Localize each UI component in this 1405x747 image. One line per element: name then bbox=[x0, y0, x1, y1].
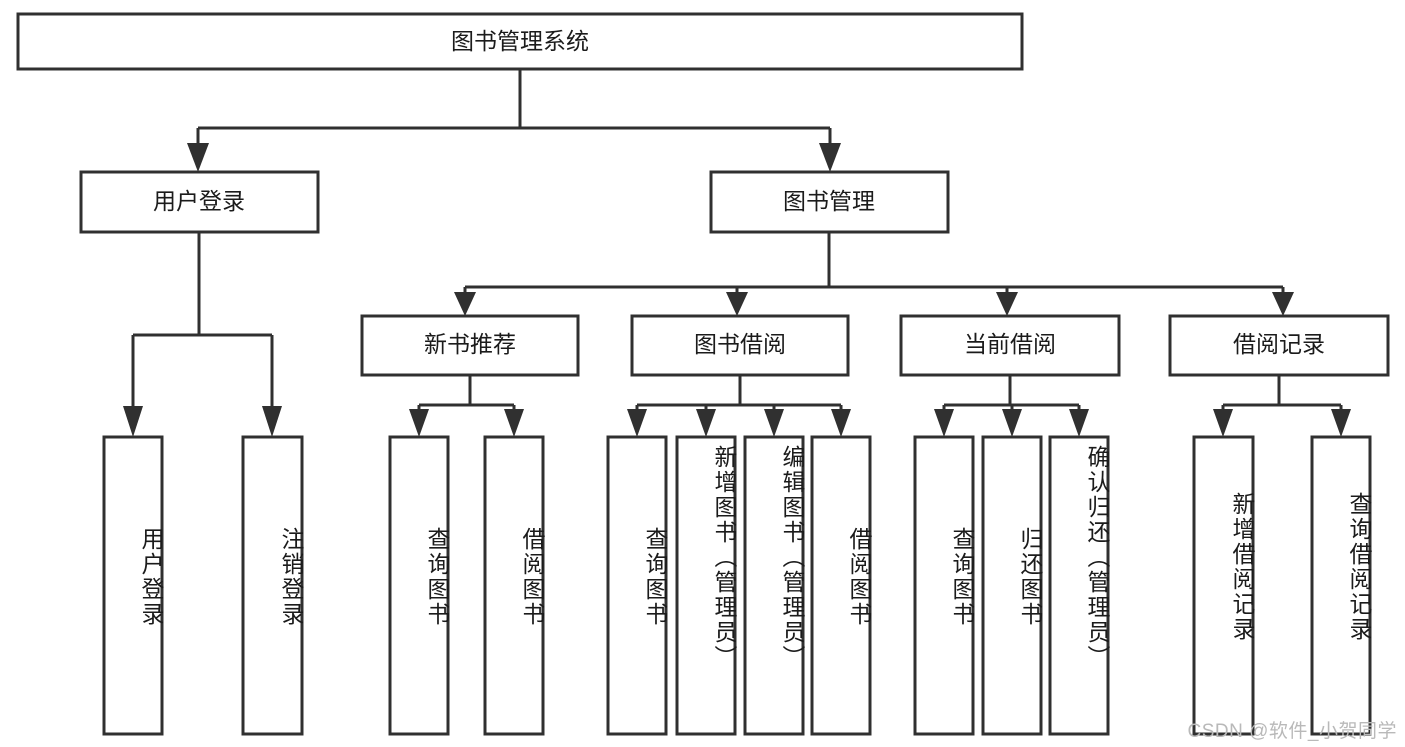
connector-newbook-to-leaves bbox=[409, 375, 524, 437]
leaf-box-query-book-current[interactable] bbox=[913, 435, 975, 736]
node-box bbox=[79, 170, 320, 234]
node-label: 用户登录 bbox=[153, 188, 245, 214]
node-book-borrow[interactable]: 图书借阅 bbox=[630, 314, 850, 377]
node-borrow-records[interactable]: 借阅记录 bbox=[1168, 314, 1390, 377]
leaf-box-add-record[interactable] bbox=[1192, 435, 1255, 736]
node-label: 新书推荐 bbox=[424, 331, 516, 357]
arrow-head-icon bbox=[764, 409, 784, 437]
csdn-watermark: CSDN @软件_小贺同学 bbox=[1187, 721, 1397, 742]
arrow-head-icon bbox=[996, 292, 1018, 316]
node-box bbox=[899, 314, 1121, 377]
arrow-head-icon bbox=[1331, 409, 1351, 437]
leaf-box-borrow-book[interactable] bbox=[810, 435, 872, 736]
node-label: 当前借阅 bbox=[964, 331, 1056, 357]
arrow-head-icon bbox=[627, 409, 647, 437]
arrow-head-icon bbox=[1213, 409, 1233, 437]
node-new-book-recommend[interactable]: 新书推荐 bbox=[360, 314, 580, 377]
leaf-box-query-book-borrow[interactable] bbox=[606, 435, 668, 736]
node-label: 图书借阅 bbox=[694, 331, 786, 357]
node-box bbox=[630, 314, 850, 377]
connector-userlogin-to-leaves bbox=[123, 232, 282, 437]
connector-bookmgmt-to-level3 bbox=[454, 232, 1294, 316]
arrow-head-icon bbox=[726, 292, 748, 316]
node-label: 图书管理系统 bbox=[451, 28, 589, 54]
leaf-box-logout[interactable] bbox=[241, 435, 304, 736]
leaf-box-edit-book[interactable] bbox=[743, 435, 805, 736]
arrow-head-icon bbox=[454, 292, 476, 316]
arrow-head-icon bbox=[262, 406, 282, 437]
leaf-box-user-login[interactable] bbox=[102, 435, 164, 736]
arrow-head-icon bbox=[696, 409, 716, 437]
node-current-borrow[interactable]: 当前借阅 bbox=[899, 314, 1121, 377]
node-root[interactable]: 图书管理系统 bbox=[16, 12, 1024, 71]
arrow-head-icon bbox=[1002, 409, 1022, 437]
arrow-head-icon bbox=[819, 143, 841, 172]
arrow-head-icon bbox=[1069, 409, 1089, 437]
connector-borrowrecords-to-leaves bbox=[1213, 375, 1351, 437]
leaf-box-return-book[interactable] bbox=[981, 435, 1043, 736]
connector-bookborrow-to-leaves bbox=[627, 375, 851, 437]
leaf-box-query-record[interactable] bbox=[1310, 435, 1372, 736]
arrow-head-icon bbox=[123, 406, 143, 437]
node-book-management[interactable]: 图书管理 bbox=[709, 170, 950, 234]
leaf-box-confirm-return[interactable] bbox=[1048, 435, 1110, 736]
arrow-head-icon bbox=[504, 409, 524, 437]
node-box bbox=[16, 12, 1024, 71]
arrow-head-icon bbox=[934, 409, 954, 437]
node-label: 借阅记录 bbox=[1233, 331, 1325, 357]
node-box bbox=[709, 170, 950, 234]
node-box bbox=[360, 314, 580, 377]
connector-root-to-level2 bbox=[187, 69, 841, 172]
leaf-box-borrow-book-rec[interactable] bbox=[483, 435, 545, 736]
arrow-head-icon bbox=[187, 143, 209, 172]
leaf-box-query-book-rec[interactable] bbox=[388, 435, 450, 736]
connector-currentborrow-to-leaves bbox=[934, 375, 1089, 437]
leaf-boxes bbox=[102, 435, 1372, 736]
leaf-box-add-book[interactable] bbox=[675, 435, 737, 736]
arrow-head-icon bbox=[409, 409, 429, 437]
arrow-head-icon bbox=[831, 409, 851, 437]
node-user-login[interactable]: 用户登录 bbox=[79, 170, 320, 234]
node-label: 图书管理 bbox=[783, 188, 875, 214]
arrow-head-icon bbox=[1272, 292, 1294, 316]
node-box bbox=[1168, 314, 1390, 377]
